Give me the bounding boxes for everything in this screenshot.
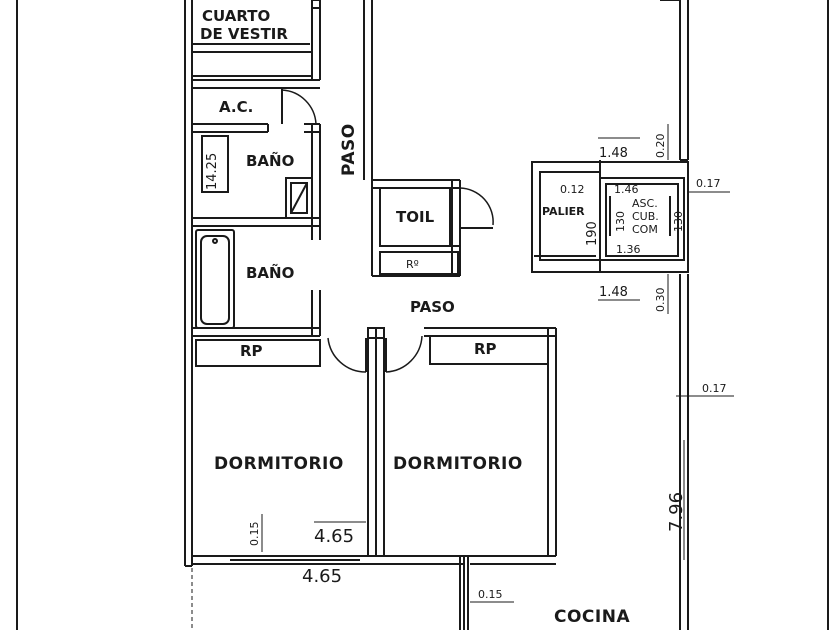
right-wall — [679, 0, 689, 630]
kitchen-walls — [459, 556, 469, 630]
closet-label-line1: CUARTO — [202, 7, 270, 25]
closet-walls — [191, 0, 321, 80]
palier-wall-dimension: 0.12 — [560, 183, 585, 196]
bath-lower-walls — [192, 229, 321, 337]
bath-upper-label: BAÑO — [246, 151, 294, 170]
bedroom-left-label: DORMITORIO — [214, 454, 344, 474]
hall-vertical-label: PASO — [339, 123, 359, 176]
lower-wall-dimension: 0.30 — [654, 288, 667, 313]
elevator-label-line3: COM — [632, 223, 658, 236]
toilet-label: TOIL — [396, 208, 435, 226]
toilet-door-swing — [459, 187, 494, 226]
hall-walls — [363, 0, 373, 180]
elevator-bottom-dimension: 1.36 — [616, 243, 641, 256]
palier-depth-dimension: 190 — [585, 221, 600, 246]
bedroom-right-door-swing — [385, 335, 423, 373]
left-wall — [184, 0, 193, 567]
ac-top-wall — [192, 79, 320, 89]
right-wall-top-dimension: 0.17 — [696, 177, 721, 190]
toilet-rp-label: Rº — [406, 258, 419, 271]
bedroom-width-inner-dimension: 4.65 — [314, 526, 354, 547]
bedroom-right-label: DORMITORIO — [393, 454, 523, 474]
lower-width-dimension: 1.48 — [599, 285, 628, 300]
upper-wall-dimension: 0.20 — [654, 134, 667, 159]
bath-height-dimension: 14.25 — [205, 153, 220, 190]
bath-upper-walls — [192, 135, 320, 227]
elevator-depth-right-dimension: 130 — [672, 211, 685, 232]
hall-horizontal-label: PASO — [410, 298, 455, 316]
upper-width-dimension: 1.48 — [599, 146, 628, 161]
kitchen-wall-dimension: 0.15 — [478, 588, 503, 601]
bedroom-walls — [191, 327, 557, 565]
closet-label-line2: DE VESTIR — [200, 25, 288, 43]
rp-left-label: RP — [240, 342, 263, 360]
bath-right-wall — [304, 123, 321, 240]
bedroom-width-outer-dimension: 4.65 — [302, 566, 342, 587]
palier-label: PALIER — [542, 205, 585, 218]
toilet-walls — [371, 179, 461, 277]
right-height-dimension: 7.96 — [666, 492, 687, 532]
rp-right-label: RP — [474, 340, 497, 358]
right-wall-mid-dimension: 0.17 — [702, 382, 727, 395]
bath-lower-label: BAÑO — [246, 263, 294, 282]
elevator-depth-left-dimension: 130 — [614, 211, 627, 232]
bedroom-wall-dimension: 0.15 — [248, 522, 261, 547]
kitchen-label: COCINA — [554, 607, 630, 627]
bedroom-left-door-swing — [327, 337, 367, 373]
elevator-width-dimension: 1.46 — [614, 183, 639, 196]
palier-walls — [531, 160, 689, 273]
elevator-label-line2: CUB. — [632, 210, 659, 223]
ac-door-swing — [281, 89, 317, 125]
ac-label: A.C. — [219, 98, 253, 116]
elevator-label-line1: ASC. — [632, 197, 658, 210]
